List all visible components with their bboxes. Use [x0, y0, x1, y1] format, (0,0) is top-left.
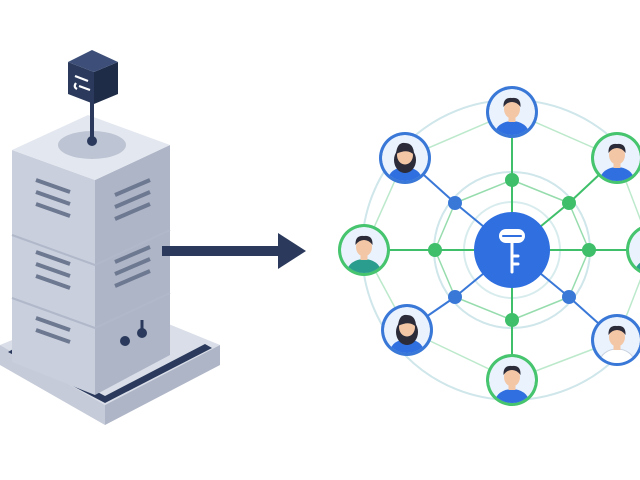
- key-icon: [499, 229, 525, 274]
- tag-cube-top: [68, 50, 118, 72]
- server-base-right: [105, 345, 220, 425]
- link-ring-4: [454, 296, 513, 321]
- network-junctions: [428, 173, 596, 327]
- link-ring-7: [454, 179, 513, 204]
- person-avatar-icon: [338, 224, 390, 276]
- server-front-vents: [35, 178, 71, 344]
- person-avatar-icon: [591, 314, 640, 366]
- server-tower-icon: [0, 115, 220, 425]
- person-avatar-icon: [591, 132, 640, 184]
- tag-stem-base: [87, 136, 97, 146]
- arrow-head: [278, 233, 306, 269]
- link-ring-6: [434, 202, 456, 251]
- arrow-right-icon: [162, 233, 306, 269]
- link-ring-3: [511, 296, 570, 321]
- tag-cube-side: [94, 62, 118, 104]
- arrow-shaft: [162, 246, 280, 256]
- junction-dot-2: [582, 243, 596, 257]
- link-ring-2: [568, 249, 590, 298]
- link-ring-0: [511, 179, 570, 204]
- person-avatar-icon: [381, 304, 433, 356]
- person-avatar-icon: [486, 354, 538, 406]
- tag-cube-front: [68, 62, 94, 104]
- network-nodes: [338, 86, 640, 406]
- junction-dot-4: [505, 313, 519, 327]
- person-avatar-icon: [486, 86, 538, 138]
- person-avatar-icon: [626, 226, 640, 274]
- network-diagram: [338, 86, 640, 406]
- junction-dot-1: [562, 196, 576, 210]
- server-port-left: [120, 336, 130, 346]
- server-side-vents: [114, 178, 151, 288]
- person-avatar-icon: [379, 132, 431, 184]
- tag-symbol: [73, 74, 91, 92]
- junction-dot-7: [448, 196, 462, 210]
- server-seam-lower: [11, 292, 171, 330]
- link-ring-5: [434, 249, 456, 298]
- junction-dot-0: [505, 173, 519, 187]
- hub: [474, 212, 550, 288]
- junction-dot-6: [428, 243, 442, 257]
- link-ring-1: [568, 202, 590, 251]
- chip-tag-icon: [68, 50, 118, 146]
- junction-dot-5: [448, 290, 462, 304]
- junction-dot-3: [562, 290, 576, 304]
- server-side-face: [95, 145, 170, 395]
- server-seam-upper: [11, 229, 171, 267]
- server-front-face: [12, 150, 95, 395]
